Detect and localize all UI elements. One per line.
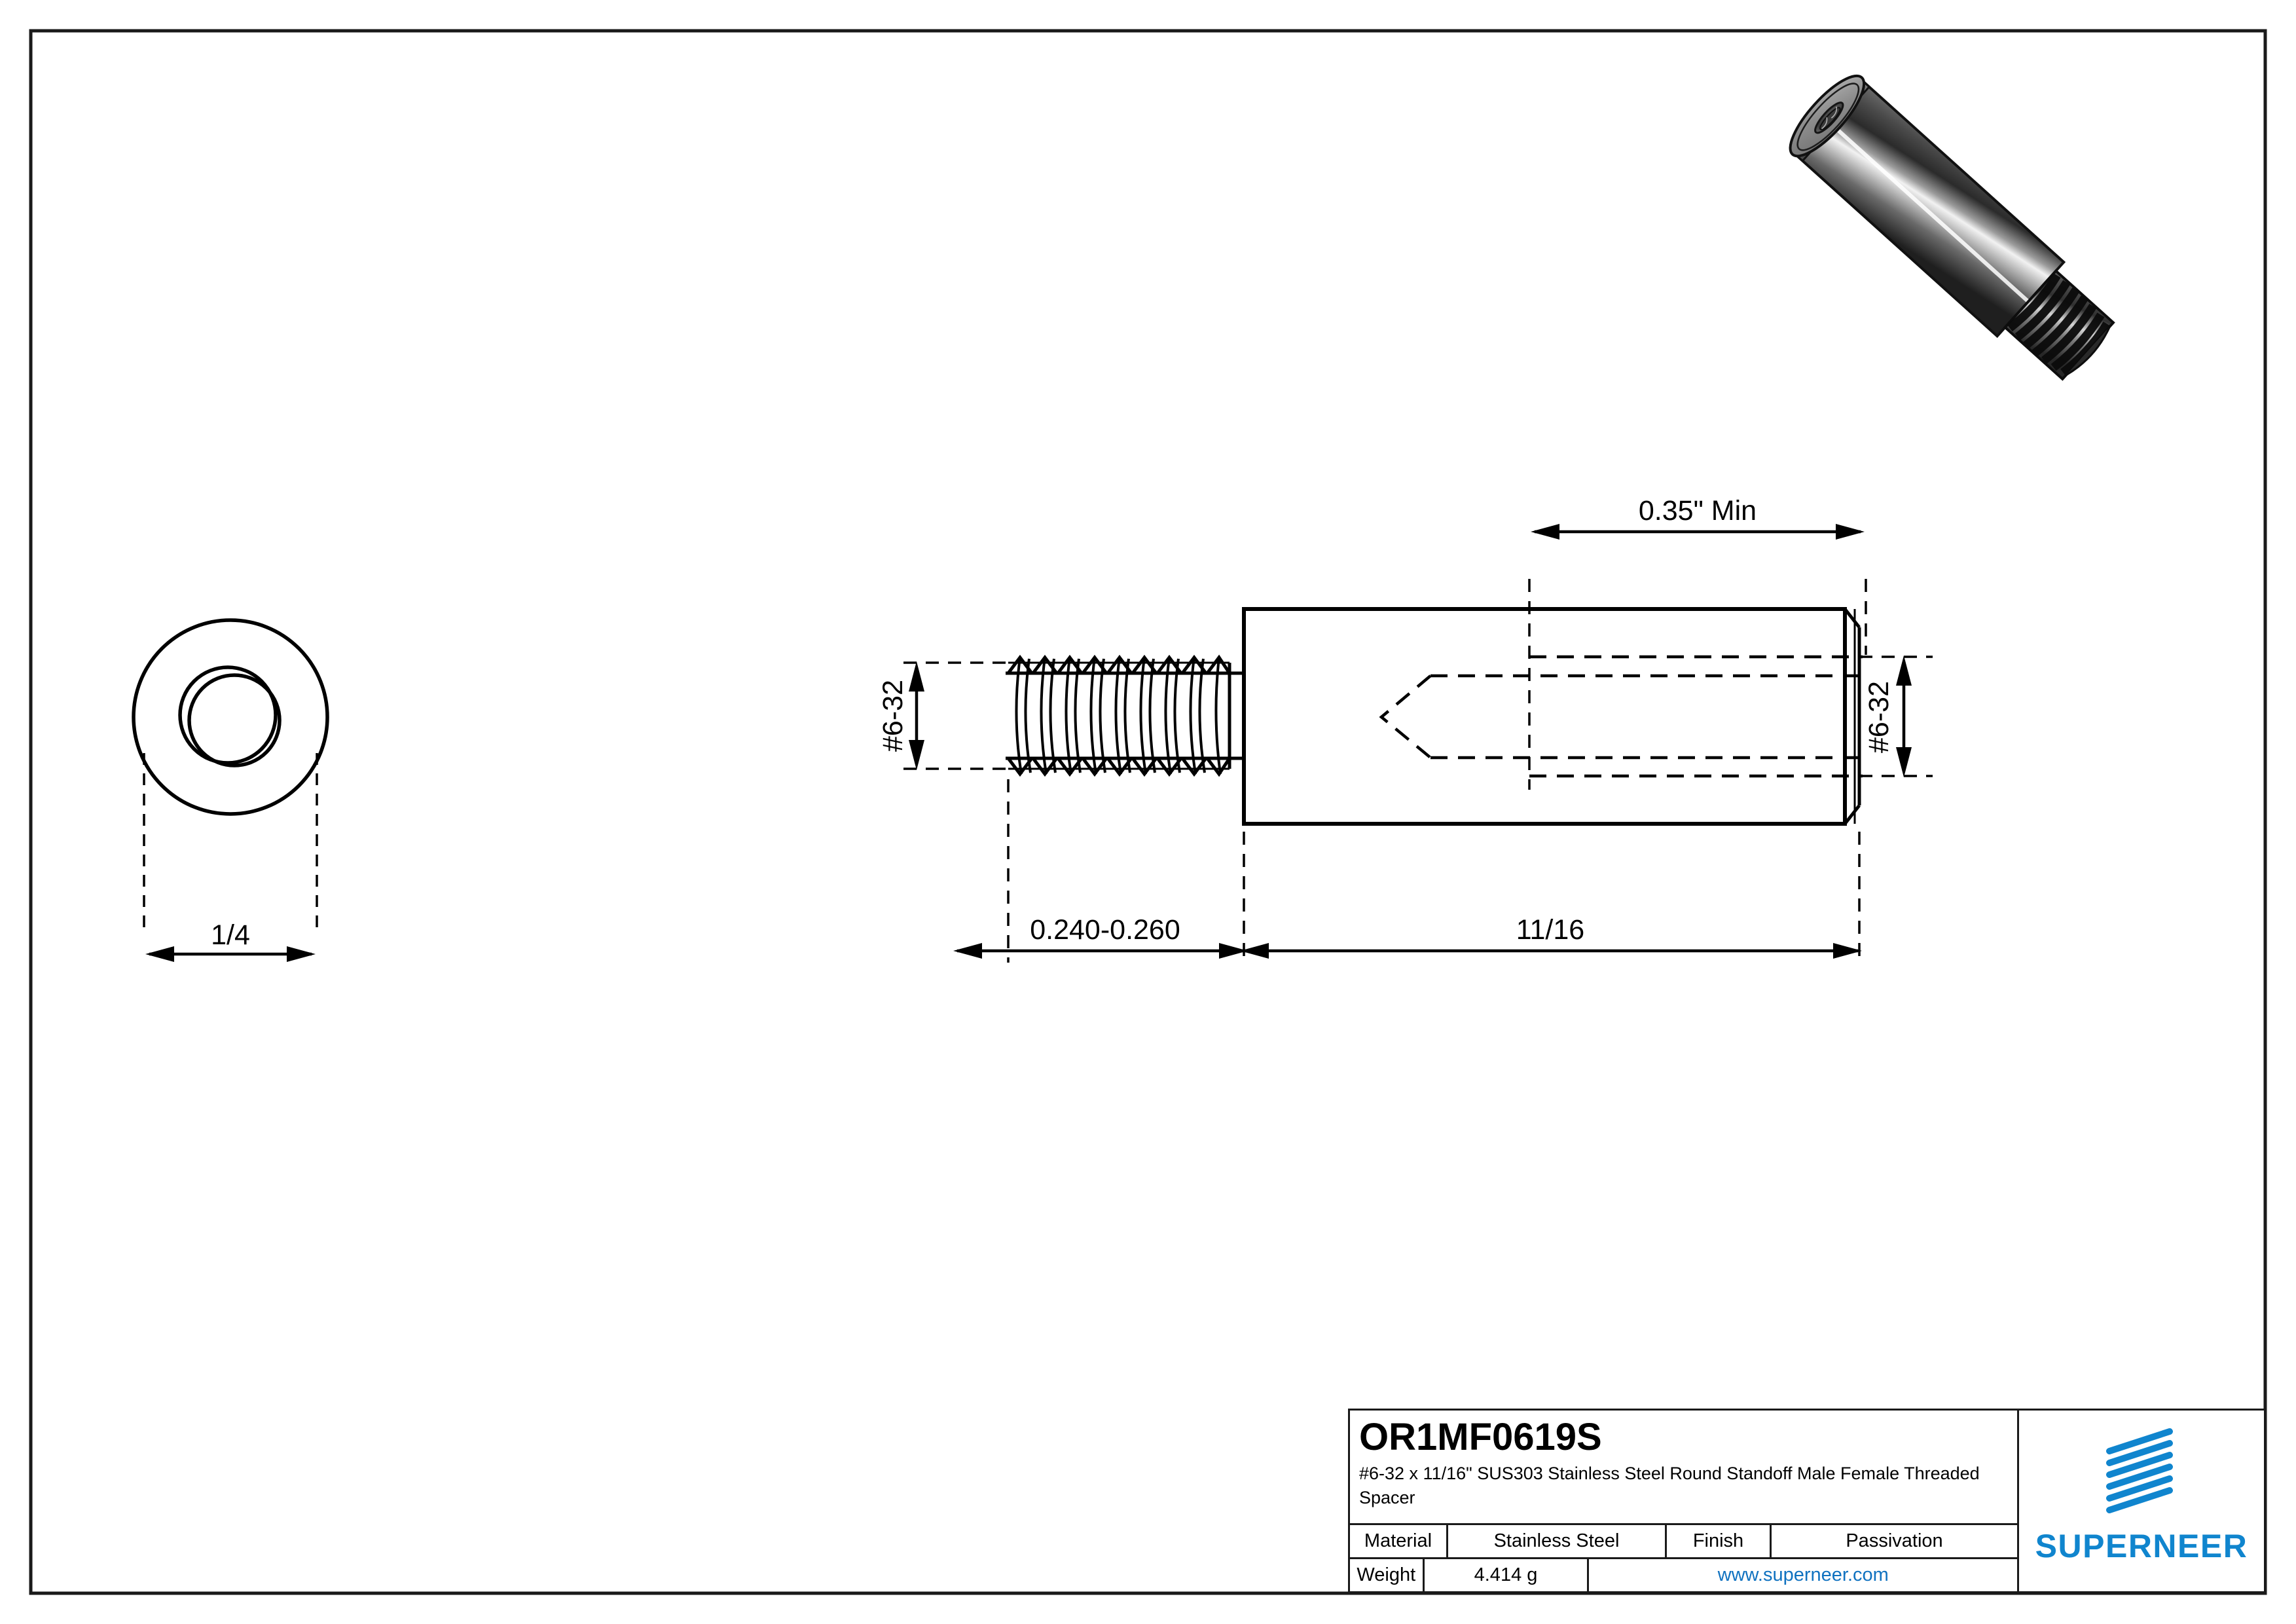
- dim-label-outer-diameter: 1/4: [211, 919, 250, 951]
- title-block: OR1MF0619S #6-32 x 11/16" SUS303 Stainle…: [1348, 1409, 2266, 1593]
- part-description: #6-32 x 11/16" SUS303 Stainless Steel Ro…: [1359, 1464, 1980, 1507]
- brand-name: SUPERNEER: [2035, 1528, 2248, 1564]
- sheet-border: [29, 29, 2267, 1595]
- dim-label-tap-depth: 0.35" Min: [1639, 495, 1757, 526]
- dim-body-length: 11/16: [1240, 914, 1862, 959]
- dim-stud-length: 0.240-0.260: [953, 914, 1248, 959]
- material-label: Material: [1350, 1525, 1448, 1557]
- end-view-thread-minor-circle: [187, 673, 282, 767]
- side-section-view: 0.35" Min #6-32 #6-32: [877, 495, 1933, 963]
- standoff-body: [1242, 607, 1861, 826]
- part-number: OR1MF0619S: [1359, 1416, 1602, 1458]
- internal-thread-hidden-lines: [1379, 655, 1863, 778]
- dim-tap-depth: 0.35" Min: [1531, 495, 1867, 655]
- dim-label-stud-length: 0.240-0.260: [1030, 914, 1180, 946]
- title-block-row-weight: Weight 4.414 g www.superneer.com: [1350, 1559, 2017, 1591]
- brand-area: SUPERNEER: [2019, 1411, 2264, 1591]
- male-thread-profile: [1006, 654, 1245, 777]
- weight-value: 4.414 g: [1425, 1559, 1590, 1591]
- end-view-outer-circle: [132, 618, 329, 816]
- finish-label: Finish: [1667, 1525, 1772, 1557]
- end-view-circular: 1/4: [132, 618, 329, 962]
- dim-label-female-thread: #6-32: [1863, 681, 1895, 753]
- male-thread-stud: [2003, 268, 2115, 381]
- isometric-render: [1789, 74, 2115, 381]
- dim-label-male-thread: #6-32: [877, 680, 909, 752]
- dim-female-thread-size: #6-32: [1859, 655, 1933, 777]
- dim-male-thread-size: #6-32: [877, 661, 1013, 770]
- weight-label: Weight: [1350, 1559, 1425, 1591]
- striped-parallelogram-logo-icon: [2099, 1422, 2184, 1521]
- title-block-left: OR1MF0619S #6-32 x 11/16" SUS303 Stainle…: [1350, 1411, 2019, 1591]
- title-block-row-material: Material Stainless Steel Finish Passivat…: [1350, 1525, 2017, 1559]
- end-view-thread-major-circle: [178, 665, 278, 765]
- website-link[interactable]: www.superneer.com: [1717, 1564, 1889, 1585]
- material-value: Stainless Steel: [1448, 1525, 1667, 1557]
- dim-label-body-length: 11/16: [1516, 914, 1584, 946]
- title-block-description-area: OR1MF0619S #6-32 x 11/16" SUS303 Stainle…: [1350, 1411, 2017, 1525]
- finish-value: Passivation: [1846, 1530, 1943, 1551]
